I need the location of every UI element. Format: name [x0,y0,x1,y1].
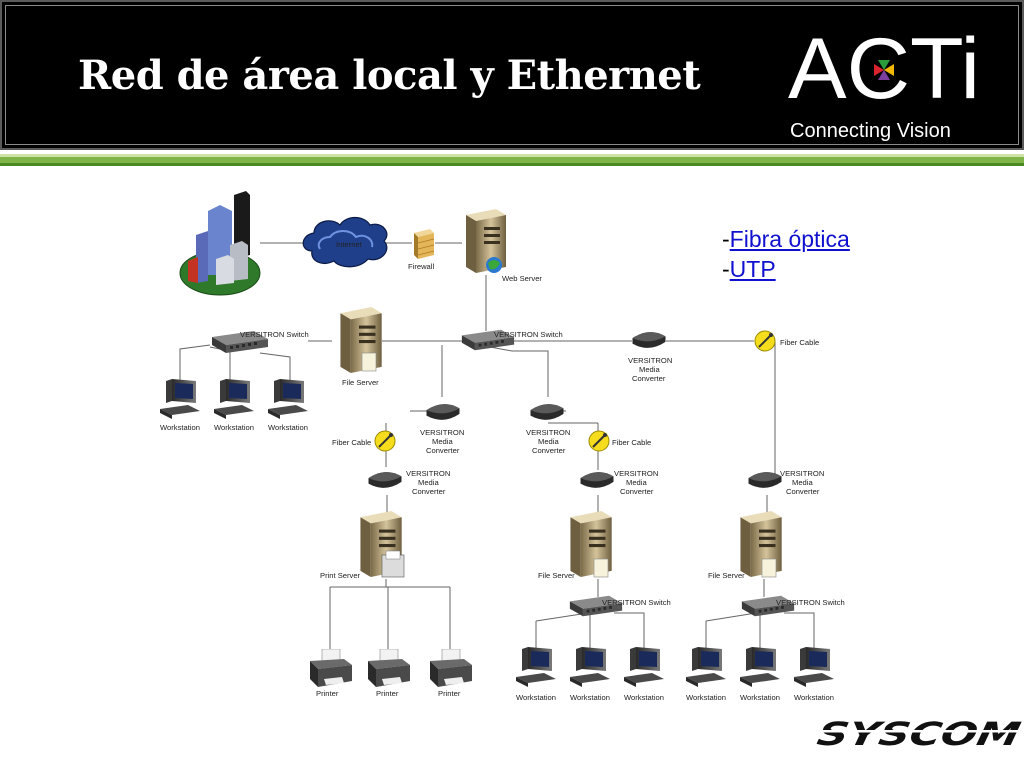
workstation-icon [516,647,556,687]
firewall-label: Firewall [408,262,434,271]
firewall-icon: Firewall [408,229,434,271]
fiber-cable-label: Fiber Cable [332,438,371,447]
header-frame [5,5,1019,145]
fiber-cable-icon [588,430,610,452]
printer-icon [367,649,411,688]
internet-label: Internet [336,240,363,249]
legend-item-utp: -UTP [722,256,776,282]
media-converter-icon [748,472,782,488]
file-server-right-label: File Server [708,571,745,580]
workstation-icon [740,647,780,687]
workstation-icon [214,379,254,419]
switch-center-label: VERSITRON Switch [494,330,563,339]
workstation-label: Workstation [794,693,834,702]
workstation-label: Workstation [740,693,780,702]
media-converter-icon [530,404,564,420]
acti-logo-mark [874,60,894,80]
web-server-label: Web Server [502,274,542,283]
printer-icon [429,649,473,688]
file-server-left-label: File Server [342,378,379,387]
switch-middle-label: VERSITRON Switch [602,598,671,607]
printer-label: Printer [376,689,399,698]
workstation-label: Workstation [268,423,308,432]
office-buildings-icon [179,191,261,296]
switch-left-label: VERSITRON Switch [240,330,309,339]
tagline: Connecting Vision [790,120,951,142]
slide-title: Red de área local y Ethernet [78,52,701,99]
print-server-label: Print Server [320,571,361,580]
workstation-icon [686,647,726,687]
printer-icon [309,649,353,688]
switch-right-label: VERSITRON Switch [776,598,845,607]
file-server-paper-icon [361,352,377,372]
media-converter-icon [426,404,460,420]
fiber-cable-label: Fiber Cable [612,438,651,447]
fiber-cable-icon [374,430,396,452]
syscom-logo: SYSCOM [814,715,1022,749]
media-converter-icon [580,472,614,488]
media-converter-icon [368,472,402,488]
workstation-label: Workstation [516,693,556,702]
media-converter-icon [632,332,666,348]
slide-header: Red de área local y Ethernet ACTi Connec… [0,0,1024,150]
workstation-label: Workstation [214,423,254,432]
web-server-icon: Web Server [466,209,542,283]
utp-link[interactable]: UTP [729,256,776,282]
workstation-icon [570,647,610,687]
workstation-label: Workstation [160,423,200,432]
workstation-icon [794,647,834,687]
workstation-icon [268,379,308,419]
workstation-label: Workstation [686,693,726,702]
internet-cloud-icon: Internet [302,216,388,268]
workstation-icon [624,647,664,687]
printer-label: Printer [316,689,339,698]
workstation-label: Workstation [570,693,610,702]
workstation-label: Workstation [624,693,664,702]
fiber-link[interactable]: Fibra óptica [729,226,850,252]
network-diagram: Internet Firewall Web Server VERSITRON S… [160,191,845,702]
fiber-cable-label: Fiber Cable [780,338,819,347]
printer-label: Printer [438,689,461,698]
fiber-cable-icon [754,330,776,352]
acti-logo: ACTi [788,28,980,104]
print-server-printer-icon [381,550,405,578]
workstation-icon [160,379,200,419]
media-legend: -Fibra óptica -UTP [722,224,850,284]
header-accent-band [0,150,1024,169]
connection-lines [179,242,815,655]
file-server-middle-label: File Server [538,571,575,580]
legend-item-fiber: -Fibra óptica [722,226,850,252]
